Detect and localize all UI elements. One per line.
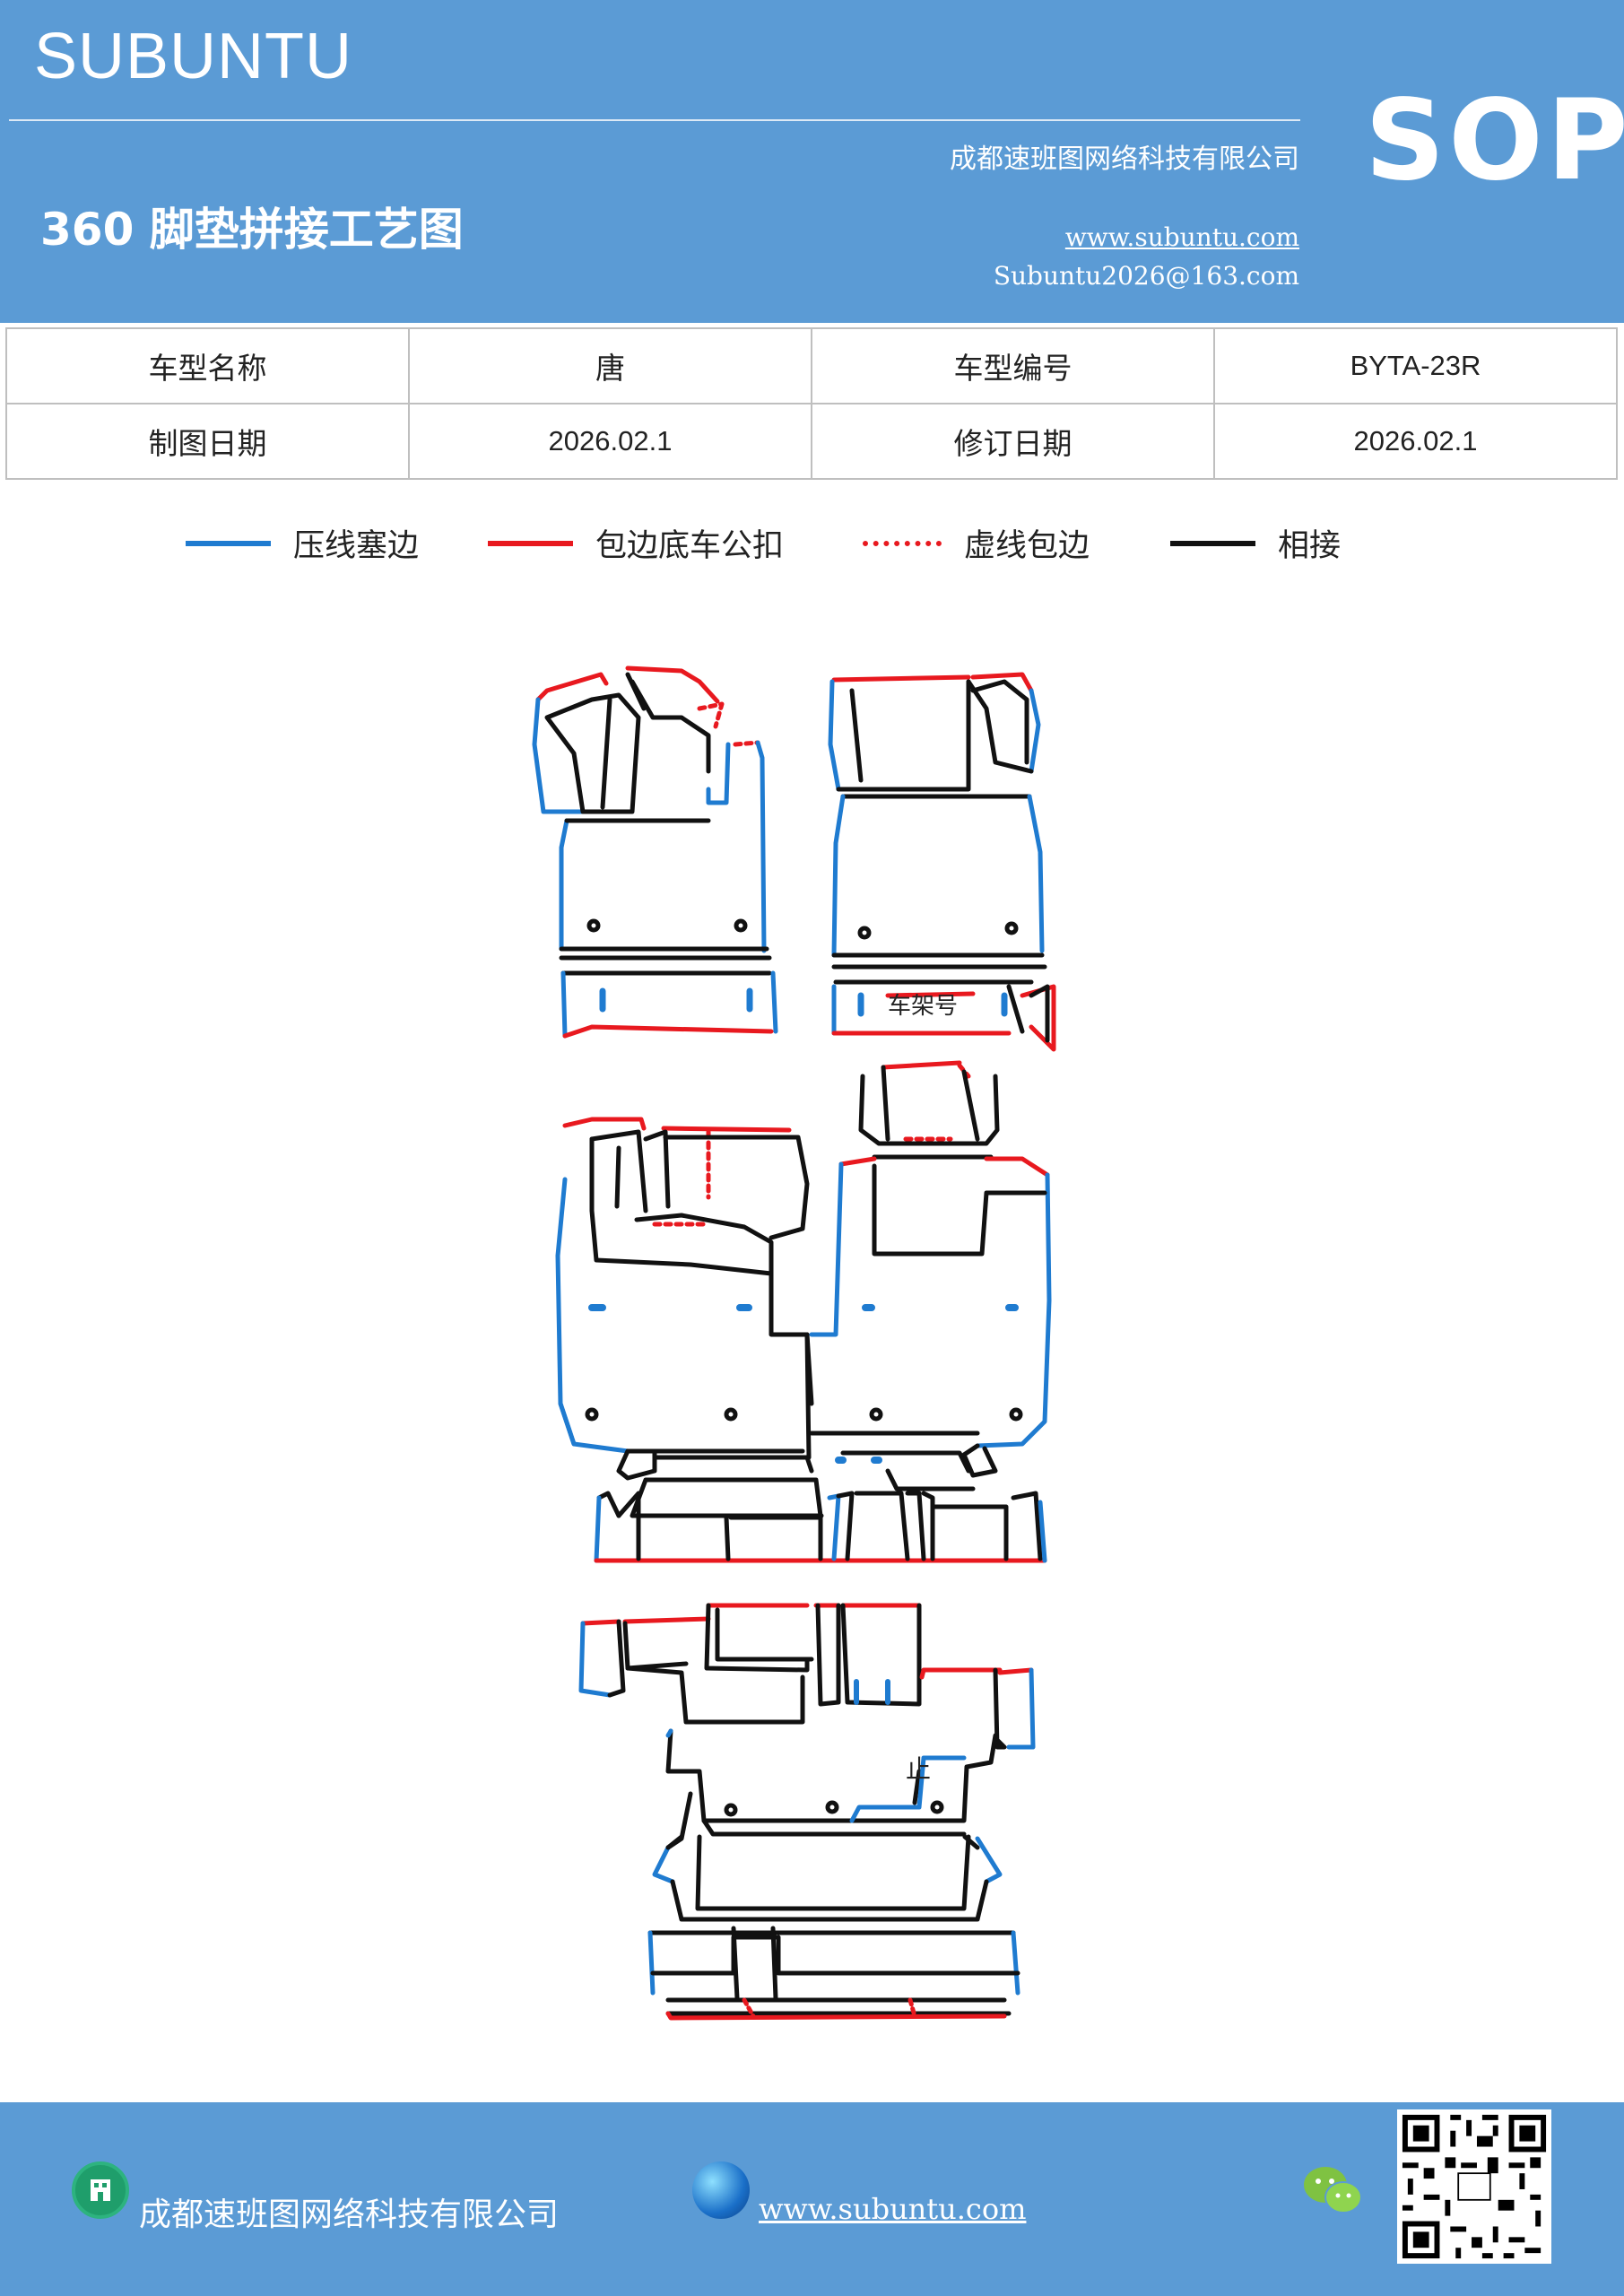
model-code-value: BYTA-23R — [1213, 327, 1618, 404]
legend-label: 包边底车公扣 — [595, 528, 785, 564]
qr-code[interactable] — [1397, 2109, 1551, 2264]
legend-item-blue: 压线塞边 — [186, 520, 419, 566]
model-code-label: 车型编号 — [811, 327, 1215, 404]
draw-date-value: 2026.02.1 — [408, 403, 812, 480]
legend-label: 压线塞边 — [293, 528, 420, 564]
header-banner — [0, 0, 1624, 323]
legend-label: 相接 — [1278, 528, 1342, 564]
building-icon — [72, 2161, 129, 2219]
vehicle-info-table: 车型名称 唐 车型编号 BYTA-23R 制图日期 2026.02.1 修订日期… — [5, 327, 1618, 480]
legend-swatch-blue — [186, 540, 271, 546]
stop-label: 止 — [906, 1754, 931, 1784]
brand-name: SUBUNTU — [34, 21, 353, 92]
header-company: 成都速班图网络科技有限公司 — [950, 144, 1299, 175]
globe-icon — [692, 2161, 750, 2219]
legend-swatch-red-dotted — [863, 540, 942, 546]
rear-right-mat — [809, 1060, 1052, 1448]
legend-swatch-red — [488, 540, 573, 546]
front-right-mat — [828, 672, 1056, 1052]
legend-item-red-dotted: 虚线包边 — [863, 520, 1090, 566]
rear-left-mat — [555, 1117, 814, 1460]
footer-website-link[interactable]: www.subuntu.com — [759, 2192, 1027, 2226]
front-left-mat — [532, 665, 778, 1039]
table-row: 车型名称 唐 车型编号 BYTA-23R — [5, 327, 1618, 404]
model-name-label: 车型名称 — [5, 327, 410, 404]
legend-item-red: 包边底车公扣 — [488, 520, 784, 566]
header-email: Subuntu2026@163.com — [993, 261, 1299, 291]
revise-date-label: 修订日期 — [811, 403, 1215, 480]
draw-date-label: 制图日期 — [5, 403, 410, 480]
wechat-icon[interactable] — [1302, 2163, 1365, 2217]
model-name-value: 唐 — [408, 327, 812, 404]
table-row: 制图日期 2026.02.1 修订日期 2026.02.1 — [5, 403, 1618, 480]
sop-badge: SOP — [1365, 76, 1624, 205]
page-title: 360 脚垫拼接工艺图 — [40, 204, 464, 256]
header-divider — [9, 119, 1300, 121]
trunk-mat — [578, 1603, 1036, 2021]
legend-label: 虚线包边 — [964, 528, 1090, 564]
header-website-link[interactable]: www.subuntu.com — [1064, 222, 1299, 252]
legend-item-black: 相接 — [1170, 520, 1341, 566]
legend-swatch-black — [1170, 540, 1255, 546]
frame-number-label: 车架号 — [888, 993, 958, 1020]
legend: 压线塞边 包边底车公扣 虚线包边 相接 — [0, 520, 1624, 574]
footer-company: 成都速班图网络科技有限公司 — [139, 2196, 560, 2233]
rear-sill-pieces — [594, 1443, 1047, 1563]
revise-date-value: 2026.02.1 — [1213, 403, 1618, 480]
